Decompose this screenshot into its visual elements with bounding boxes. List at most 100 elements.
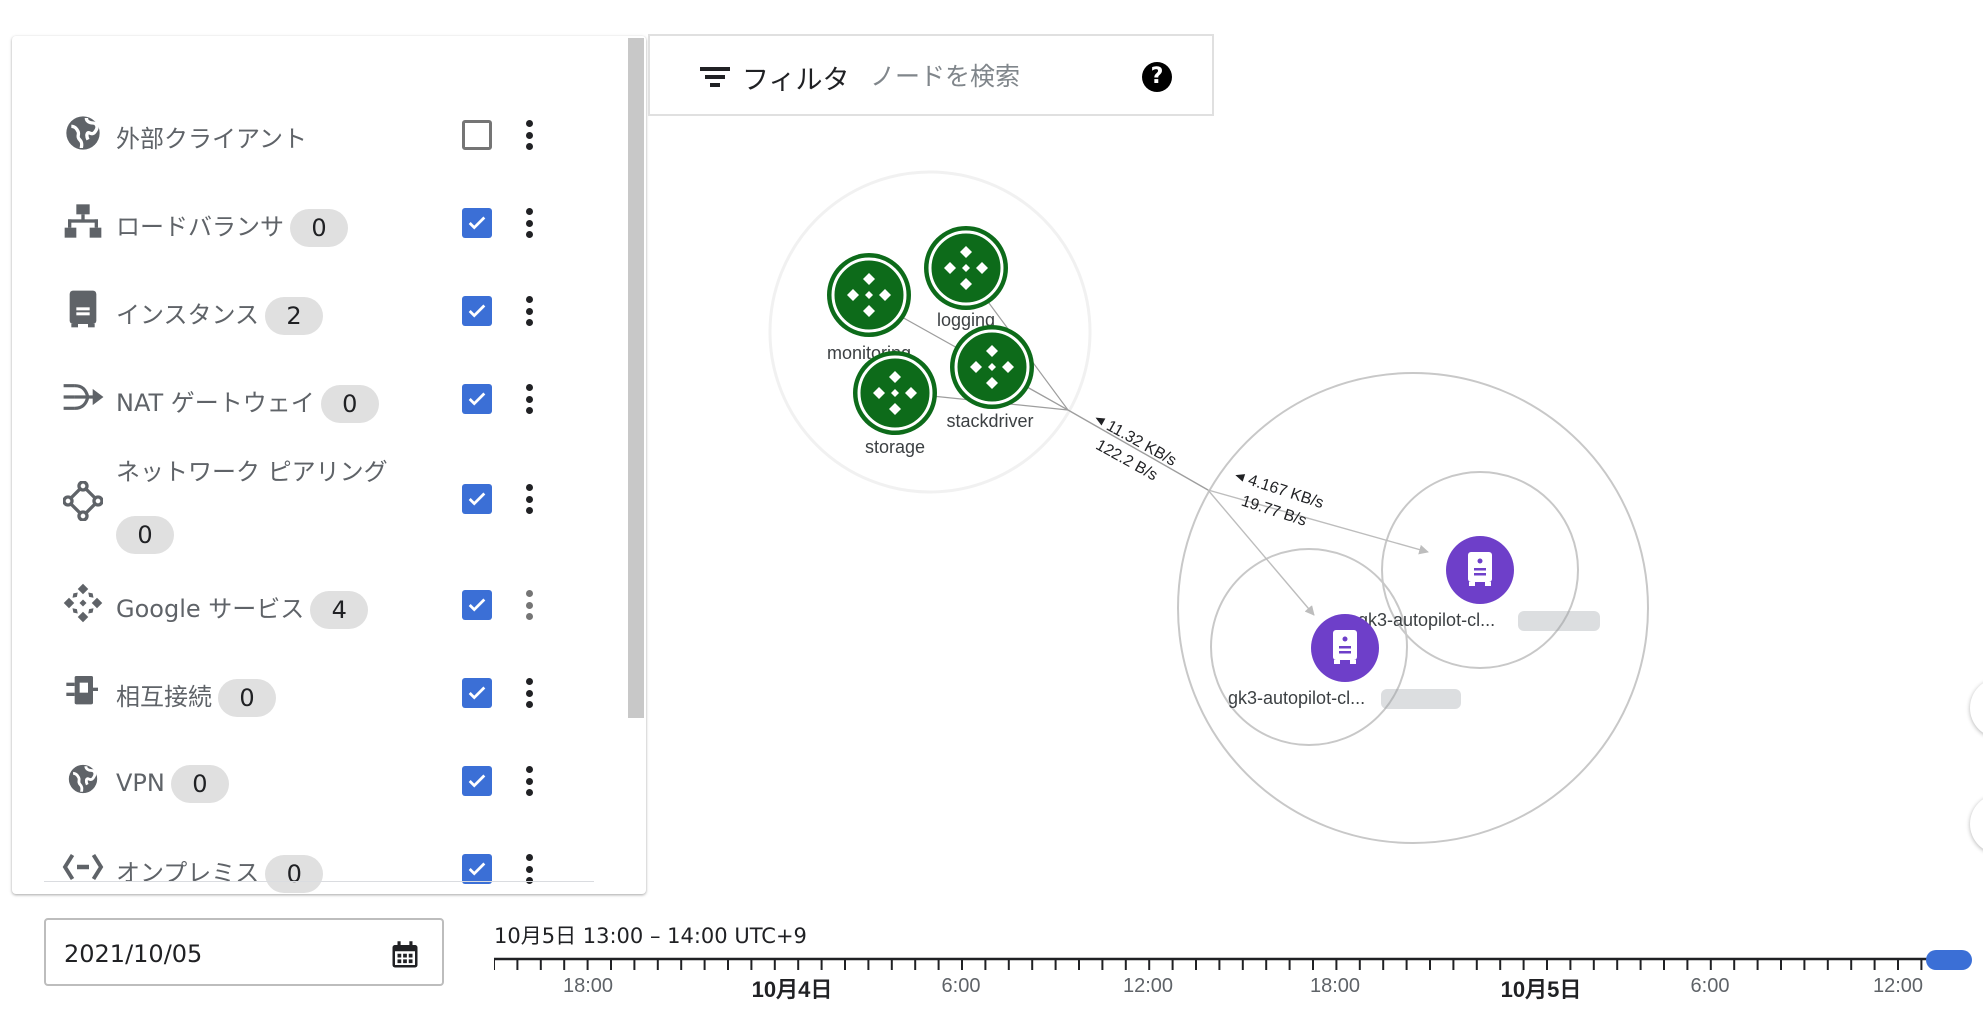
node-type-label: ロードバランサ <box>116 213 284 241</box>
node-type-label: NAT ゲートウェイ <box>116 389 315 417</box>
instance-icon <box>1468 552 1492 586</box>
service-node-storage[interactable]: storage <box>853 351 937 457</box>
timeline-handle[interactable] <box>1926 950 1972 970</box>
node-type-label: Google サービス <box>116 595 305 623</box>
service-node-stackdriver[interactable]: stackdriver <box>946 325 1034 431</box>
vpn-checkbox[interactable] <box>462 766 492 796</box>
google-service-icon <box>873 371 917 415</box>
google-services-checkbox[interactable] <box>462 590 492 620</box>
google-service-icon <box>847 273 891 317</box>
load-balancer-icon <box>62 200 104 242</box>
time-range-label: 10月5日 13:00 – 14:00 UTC+9 <box>494 924 807 948</box>
instance-node-right[interactable]: gk3-autopilot-cl... <box>1358 536 1600 631</box>
count-badge: 0 <box>320 385 379 423</box>
timeline-label: 10月5日 <box>1501 977 1582 1002</box>
zoom-in-button[interactable] <box>1970 678 1983 738</box>
edge-to-instance-left <box>1207 489 1315 616</box>
network-peering-icon <box>62 480 104 522</box>
instance-zone-ring <box>1381 471 1579 669</box>
timeline-scrubber[interactable]: 18:00 10月4日 6:00 12:00 18:00 10月5日 6:00 … <box>494 950 1974 1013</box>
edge-label-top: 11.32 KB/s 122.2 B/s <box>1093 417 1179 484</box>
svg-text:gk3-autopilot-cl...: gk3-autopilot-cl... <box>1358 610 1495 630</box>
interconnect-more-icon[interactable] <box>516 674 542 712</box>
instance-zone-ring <box>1210 548 1408 746</box>
service-node-monitoring[interactable]: monitoring <box>827 253 911 363</box>
nat-gateway-icon <box>62 376 104 418</box>
node-type-label: VPN <box>116 769 165 797</box>
external-client-checkbox[interactable] <box>462 120 492 150</box>
globe-icon <box>62 112 104 154</box>
count-badge: 0 <box>116 516 174 554</box>
instance-icon <box>62 288 104 330</box>
timeline-label: 12:00 <box>1123 975 1173 997</box>
filter-bar: フィルタ ? <box>648 34 1214 116</box>
interconnect-checkbox[interactable] <box>462 678 492 708</box>
interconnect-icon <box>62 670 104 712</box>
topology-graph: 11.32 KB/s 122.2 B/s 4.167 KB/s 19.77 B/… <box>768 170 1649 844</box>
instances-checkbox[interactable] <box>462 296 492 326</box>
timeline-label: 18:00 <box>1310 975 1360 997</box>
date-value: 2021/10/05 <box>64 940 203 968</box>
calendar-icon[interactable] <box>390 940 420 970</box>
main-edge <box>1067 409 1209 491</box>
node-type-row-network-peering: ネットワーク ピアリング 0 <box>62 452 582 554</box>
node-type-label: オンプレミス <box>116 859 260 887</box>
service-node-logging[interactable]: logging <box>924 226 1008 330</box>
google-services-icon <box>62 582 104 624</box>
nat-gateway-more-icon[interactable] <box>516 380 542 418</box>
instance-node-left[interactable]: gk3-autopilot-cl... <box>1228 614 1461 709</box>
network-cluster <box>1177 372 1649 844</box>
redacted-name <box>1381 689 1461 709</box>
panel-scrollbar[interactable] <box>628 38 644 718</box>
edge-label-inner: 4.167 KB/s 19.77 B/s <box>1235 472 1326 530</box>
network-peering-more-icon[interactable] <box>516 480 542 518</box>
network-peering-checkbox[interactable] <box>462 484 492 514</box>
svg-text:gk3-autopilot-cl...: gk3-autopilot-cl... <box>1228 688 1365 708</box>
count-badge: 0 <box>218 679 276 717</box>
vpn-more-icon[interactable] <box>516 762 542 800</box>
instances-more-icon[interactable] <box>516 292 542 330</box>
external-client-more-icon[interactable] <box>516 116 542 154</box>
count-badge: 2 <box>265 297 324 335</box>
vpn-globe-icon <box>62 758 104 800</box>
node-type-row-external-client: 外部クライアント <box>62 100 582 160</box>
filter-icon[interactable] <box>700 66 730 88</box>
timeline-label: 12:00 <box>1873 975 1923 997</box>
date-picker-field[interactable]: 2021/10/05 <box>44 918 444 986</box>
count-badge: 0 <box>170 765 229 803</box>
instance-icon <box>1333 630 1357 664</box>
timeline-label: 10月4日 <box>752 977 833 1002</box>
timeline-label: 6:00 <box>1691 975 1730 997</box>
filter-label[interactable]: フィルタ <box>742 65 850 96</box>
redacted-name <box>1518 611 1600 631</box>
on-premises-more-icon[interactable] <box>516 850 542 888</box>
node-type-label: ネットワーク ピアリング <box>116 458 388 486</box>
svg-text:logging: logging <box>937 310 995 330</box>
google-services-more-icon[interactable] <box>516 586 542 624</box>
svg-text:storage: storage <box>865 437 925 457</box>
load-balancer-checkbox[interactable] <box>462 208 492 238</box>
nat-gateway-checkbox[interactable] <box>462 384 492 414</box>
on-premises-checkbox[interactable] <box>462 854 492 884</box>
node-type-label: 相互接続 <box>116 683 212 711</box>
load-balancer-more-icon[interactable] <box>516 204 542 242</box>
node-search-input[interactable] <box>870 54 1130 98</box>
google-service-icon <box>944 246 988 290</box>
google-service-icon <box>970 345 1014 389</box>
timeline-label: 18:00 <box>563 975 613 997</box>
help-icon[interactable]: ? <box>1142 62 1172 92</box>
google-services-cluster <box>768 170 1092 494</box>
count-badge: 0 <box>265 855 324 893</box>
node-type-label: 外部クライアント <box>116 125 308 153</box>
zoom-out-button[interactable] <box>1970 794 1983 854</box>
on-premises-icon <box>62 846 104 888</box>
panel-divider <box>44 881 594 882</box>
